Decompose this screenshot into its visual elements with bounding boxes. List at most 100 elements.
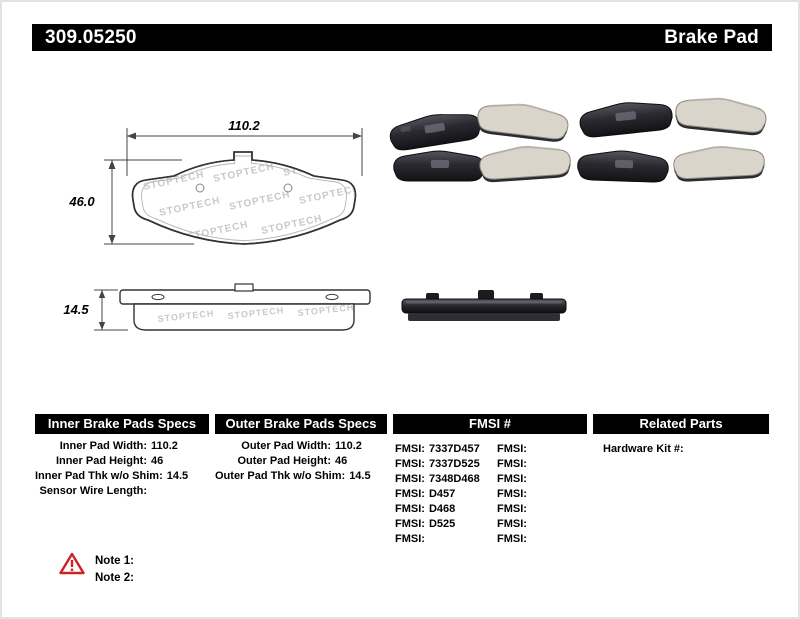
fmsi-label: FMSI: [497,458,527,470]
fmsi-label: FMSI: [395,533,425,545]
fmsi-value: D468 [428,503,456,515]
related-label: Hardware Kit #: [603,443,684,455]
fmsi-label: FMSI: [497,473,527,485]
fmsi-cell: FMSI:D457 [395,487,497,502]
fmsi-label: FMSI: [395,518,425,530]
fmsi-row: FMSI:7337D525 FMSI: [395,457,587,472]
fmsi-value: 7348D468 [428,473,480,485]
fmsi-cell: FMSI: [497,532,531,547]
fmsi-value: 7337D457 [428,443,480,455]
plate-hole [151,293,165,301]
fmsi-label: FMSI: [497,488,527,500]
fmsi-cell: FMSI: [497,517,531,532]
related-row: Hardware Kit #: [603,442,769,457]
fmsi-label: FMSI: [497,503,527,515]
fmsi-label: FMSI: [395,473,425,485]
fmsi-label: FMSI: [395,488,425,500]
brake-pad-light [673,145,765,182]
height-dimension-label: 46.0 [68,194,95,209]
fmsi-cell: FMSI: [497,442,531,457]
fmsi-row: FMSI:7337D457 FMSI: [395,442,587,457]
arrowhead-down-icon [98,322,106,330]
spec-row: Inner Pad Thk w/o Shim: 14.5 [35,469,189,484]
pad-friction-layer [408,313,560,321]
fmsi-cell: FMSI: [497,457,531,472]
fmsi-label: FMSI: [395,443,425,455]
backing-plate-tab [234,283,254,292]
warning-triangle-icon [59,552,85,575]
brake-pad-light [477,103,569,142]
fmsi-value: 7337D525 [428,458,480,470]
product-title: Brake Pad [664,26,759,48]
side-view-technical-drawing: 14.5 STOPTECH STOPTECH STOPTECH [63,283,371,331]
fmsi-cell: FMSI: [497,472,531,487]
spec-label: Sensor Wire Length: [39,485,147,497]
spec-label: Outer Pad Width: [241,440,331,452]
fmsi-value: D457 [428,488,456,500]
fmsi-label: FMSI: [497,518,527,530]
fmsi-label: FMSI: [395,458,425,470]
brake-pad-dark [389,114,481,151]
thickness-dimension-label: 14.5 [63,302,89,317]
header-bar: 309.05250 Brake Pad [32,24,772,51]
fmsi-row: FMSI: FMSI: [395,532,587,547]
warning-exclamation-dot [70,568,74,571]
brake-pad-dark [393,150,485,182]
arrowhead-right-icon [353,132,362,140]
spec-row: Inner Pad Height: 46 [35,454,187,469]
related-parts-table: Hardware Kit #: [603,442,769,457]
fmsi-table: FMSI:7337D457 FMSI: FMSI:7337D525 FMSI: … [395,442,587,547]
height-dimension-lines [104,159,194,245]
inner-specs-table: Inner Pad Width: 110.2 Inner Pad Height:… [35,439,189,499]
warning-exclamation-bar [70,560,74,567]
brake-pad-side-photo [401,290,567,321]
brake-pad-dark [577,150,669,183]
brake-pad-light [675,97,767,136]
spec-row: Outer Pad Height: 46 [215,454,371,469]
fmsi-label: FMSI: [497,533,527,545]
fmsi-row: FMSI:7348D468 FMSI: [395,472,587,487]
spec-value: 14.5 [349,470,371,482]
arrowhead-down-icon [108,235,116,244]
fmsi-cell: FMSI:D525 [395,517,497,532]
arrowhead-up-icon [98,290,106,298]
spec-value [147,484,187,499]
fmsi-row: FMSI:D468 FMSI: [395,502,587,517]
fmsi-row: FMSI:D457 FMSI: [395,487,587,502]
fmsi-cell: FMSI:7337D457 [395,442,497,457]
arrowhead-up-icon [108,160,116,169]
spec-label: Inner Pad Height: [55,455,147,467]
fmsi-header: FMSI # [393,414,587,434]
note-2: Note 2: [95,572,134,584]
front-view-technical-drawing: 110.2 46.0 STOPTECH STOPTECH STOPTECH ST… [68,118,363,245]
spec-label: Inner Pad Thk w/o Shim: [35,470,163,482]
arrowhead-left-icon [127,132,136,140]
fmsi-label: FMSI: [395,503,425,515]
spec-row: Sensor Wire Length: [35,484,187,499]
fmsi-label: FMSI: [497,443,527,455]
outer-specs-table: Outer Pad Width: 110.2 Outer Pad Height:… [215,439,371,484]
pad-highlight [406,301,562,304]
fmsi-cell: FMSI: [395,532,497,547]
spec-label: Inner Pad Width: [59,440,147,452]
spec-label: Outer Pad Height: [237,455,331,467]
fmsi-cell: FMSI: [497,487,531,502]
spec-row: Inner Pad Width: 110.2 [35,439,187,454]
fmsi-cell: FMSI:D468 [395,502,497,517]
related-parts-header: Related Parts [593,414,769,434]
fmsi-row: FMSI:D525 FMSI: [395,517,587,532]
spec-label: Outer Pad Thk w/o Shim: [215,470,346,482]
width-dimension-label: 110.2 [228,118,260,133]
fmsi-cell: FMSI: [497,502,531,517]
spec-row: Outer Pad Width: 110.2 [215,439,371,454]
fmsi-value: D525 [428,518,456,530]
fmsi-cell: FMSI:7337D525 [395,457,497,472]
note-1: Note 1: [95,555,134,567]
spec-value: 14.5 [166,470,189,482]
pad-detail-hole [195,183,205,193]
brake-pad-dark [579,102,673,138]
plate-hole [325,293,339,301]
inner-specs-header: Inner Brake Pads Specs [35,414,209,434]
brake-pads-photo-right [577,97,767,183]
